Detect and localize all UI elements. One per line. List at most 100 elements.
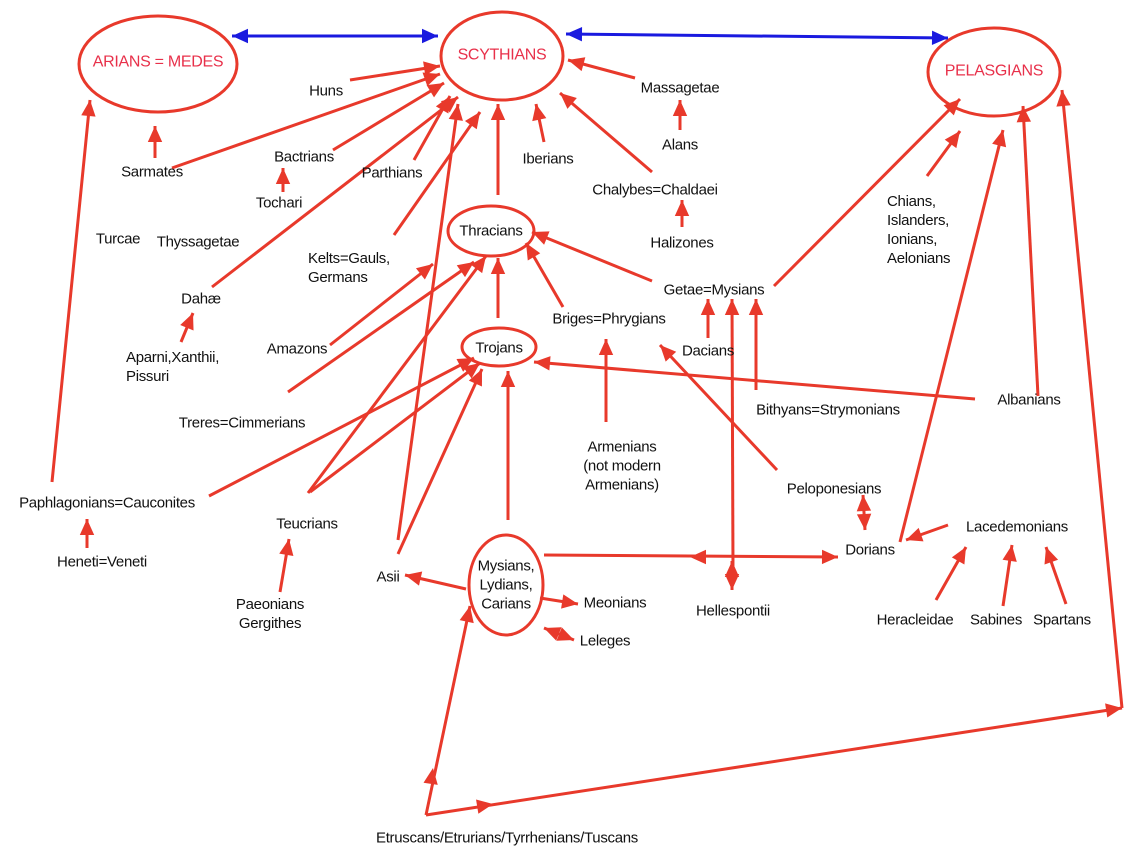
edge-etruscans-mid-arrowhead-2 [476, 799, 493, 814]
edge-dorians-to-peloponesians-arrowhead [951, 547, 966, 565]
edge-dorians-to-pelasgians-arrowhead [700, 299, 716, 315]
edge-spartans-to-lacedemonians-line [425, 706, 1123, 817]
edge-aparni-to-dahae-arrowhead [532, 231, 550, 245]
edge-armenians-to-briges-arrowhead [534, 356, 551, 371]
edge-sarmates-to-arians-arrowhead [147, 126, 163, 142]
edge-briges-to-thracians-arrowhead [456, 262, 474, 278]
edge-treres-to-thracians-arrowhead [943, 99, 960, 116]
node-pelasgians: PELASGIANS [944, 62, 1044, 80]
edge-aparni-to-dahae-line [531, 230, 653, 283]
edge-mysians-dorians-mid-arrowhead [690, 549, 706, 565]
edge-getae-to-pelasgians-line [898, 129, 1005, 543]
edge-mysians-to-leleges-arrowhead [856, 495, 872, 512]
edge-peloponesians-to-briges-line [208, 356, 475, 498]
node-peloponesians: Peloponesians [786, 480, 882, 498]
ellipse-scythians [439, 10, 565, 102]
node-alans: Alans [661, 136, 699, 154]
node-getae: Getae=Mysians [663, 281, 765, 299]
edge-tochari-to-bactrians-arrowhead [275, 168, 291, 184]
edge-paeonians-to-teucrians-arrowhead [821, 549, 838, 565]
node-trojans: Trojans [475, 339, 523, 357]
edge-thyssagetae-to-sarmates-arrowhead [79, 519, 95, 535]
edge-kelts-to-scythians-arrowhead [464, 112, 480, 130]
node-turcae: Turcae [95, 230, 141, 248]
edge-asii-to-scythians-line [396, 103, 460, 541]
edge-massagetae-to-scythians-arrowhead [568, 57, 586, 72]
edge-sabines-to-lacedemonians-arrowhead [459, 606, 474, 624]
edge-getae-to-pelasgians-arrowhead [992, 130, 1007, 148]
node-hellespontii: Hellespontii [696, 602, 770, 620]
node-chalybes: Chalybes=Chaldaei [592, 181, 718, 199]
node-treres: Treres=Cimmerians [178, 414, 306, 432]
node-bithyans: Bithyans=Strymonians [756, 401, 900, 419]
edge-mysians-to-asii-arrowhead [561, 594, 578, 609]
node-albanians: Albanians [997, 391, 1061, 409]
node-thracians: Thracians [459, 222, 523, 240]
edge-teucrians-to-trojans-arrowhead [500, 371, 516, 387]
ellipse-thracians [446, 204, 536, 258]
edge-trojans-to-thracians-arrowhead [526, 243, 541, 261]
edge-scythians-to-pelasgians-arrowhead [931, 30, 948, 46]
edge-mysians-to-trojans-arrowhead [405, 571, 423, 586]
node-scythians: SCYTHIANS [457, 46, 547, 64]
edge-sarmates-to-scythians-line [171, 72, 441, 170]
edge-huns-to-scythians-arrowhead [423, 61, 440, 76]
edge-albanians-to-pelasgians-arrowhead [724, 299, 740, 316]
edge-asii-to-trojans-arrowhead [279, 539, 294, 556]
node-teucrians: Teucrians [276, 515, 338, 533]
edge-briges-to-thracians-line [287, 260, 475, 394]
edge-turcae-to-sarmates-line [50, 99, 92, 483]
node-lacedemonians: Lacedemonians [965, 518, 1069, 536]
node-spartans: Spartans [1033, 611, 1091, 629]
node-etruscans: Etruscans/Etrurians/Tyrrhenians/Tuscans [375, 829, 639, 847]
edge-dahae-to-scythians-line [211, 95, 459, 289]
node-halizones: Halizones [650, 234, 714, 252]
node-iberians: Iberians [522, 150, 574, 168]
node-bactrians: Bactrians [274, 148, 334, 166]
edge-scythians-to-pelasgians-arrowhead-start [566, 26, 583, 42]
node-mysians: Mysians, Lydians, Carians [477, 557, 535, 613]
edge-etruscans-to-pelasgians-upleg-line [1060, 89, 1124, 709]
edge-alans-to-massagetae-arrowhead [672, 100, 688, 116]
edge-chalybes-to-scythians-arrowhead [560, 93, 577, 109]
edge-chalybes-to-scythians-line [559, 91, 653, 174]
edge-albanians-to-trojans-arrowhead [462, 363, 480, 379]
edge-etruscans-mid-arrowhead-1 [423, 768, 438, 785]
node-heneti: Heneti=Veneti [57, 553, 147, 571]
node-kelts: Kelts=Gauls, Germans [308, 250, 390, 286]
edge-sarmates-to-scythians-arrowhead [422, 72, 440, 87]
ellipse-arians [77, 14, 239, 114]
node-dahae: Dahæ [181, 290, 221, 308]
edge-asii-to-scythians-arrowhead [448, 104, 463, 121]
edge-halizones-to-chalybes-arrowhead [674, 200, 690, 216]
edge-scythians-to-arians-arrowhead [232, 28, 248, 44]
node-dorians: Dorians [845, 541, 895, 559]
edge-amazons-to-thracians-line [306, 255, 488, 494]
node-armenians: Armenians (not modern Armenians) [583, 438, 661, 494]
edge-getae-to-thracians-line [329, 262, 434, 347]
edge-mysians-to-meonians-arrowhead-start [724, 574, 740, 590]
edge-treres-to-thracians-line [772, 97, 962, 288]
node-leleges: Leleges [579, 632, 631, 650]
ellipse-trojans [460, 326, 538, 368]
node-dacians: Dacians [681, 342, 735, 360]
edge-chians-to-pelasgians-arrowhead [1016, 106, 1032, 123]
edge-albanians-to-pelasgians-line [730, 298, 735, 571]
ellipse-pelasgians [926, 26, 1062, 118]
edge-bithyans-to-getae-arrowhead [660, 345, 677, 362]
edge-mysians-to-meonians-arrowhead [724, 561, 740, 577]
node-sarmates: Sarmates [121, 163, 183, 181]
node-aparni: Aparni,Xanthii, Pissuri [126, 349, 220, 385]
node-amazons: Amazons [266, 340, 328, 358]
edge-armenians-to-briges-line [533, 360, 976, 401]
edge-heracleidae-to-lacedemonians-arrowhead [1044, 547, 1059, 565]
edge-spartans-to-lacedemonians-arrowhead [1105, 703, 1122, 718]
edge-mysians-to-leleges-arrowhead-start [856, 513, 872, 530]
edge-iberians-to-scythians-arrowhead [532, 104, 547, 122]
edge-etruscans-to-pelasgians-upleg-arrowhead [1056, 90, 1071, 107]
edge-bactrians-to-scythians-arrowhead [426, 83, 444, 98]
node-parthians: Parthians [361, 164, 423, 182]
edge-albanians-to-trojans-line [309, 361, 481, 494]
